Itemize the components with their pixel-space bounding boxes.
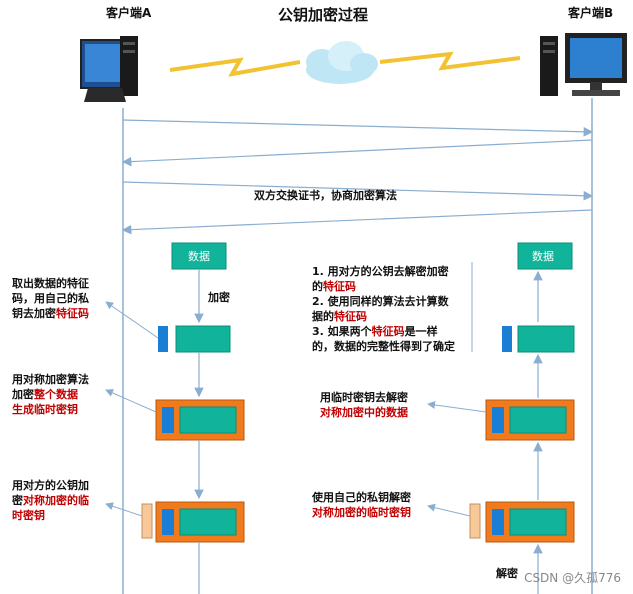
handshake-arrow-2 xyxy=(121,139,593,167)
right-data-box xyxy=(517,242,573,270)
cloud-icon xyxy=(306,41,378,84)
left-callout-3 xyxy=(105,502,143,517)
left-note-3: 用对方的公钥加 密对称加密的临 时密钥 xyxy=(12,479,89,522)
right-hash-blue xyxy=(502,326,512,352)
left-note-1: 取出数据的特征 码，用自己的私 钥去加密特征码 xyxy=(12,277,89,320)
right-key-peach xyxy=(469,503,481,539)
right-final-data xyxy=(509,508,567,536)
diagram-title: 公钥加密过程 xyxy=(278,6,369,24)
lightning-left xyxy=(169,57,301,77)
handshake-arrow-1 xyxy=(122,119,594,137)
left-sym-blue xyxy=(162,407,174,433)
encrypt-label: 加密 xyxy=(208,291,230,304)
right-callout-2 xyxy=(427,400,487,413)
lightning-right xyxy=(379,51,521,71)
computer-a-icon xyxy=(80,36,138,102)
right-note-3: 使用自己的私钥解密 对称加密的临时密钥 xyxy=(312,491,411,519)
left-data-label: 数据 xyxy=(188,250,210,263)
left-callout-1 xyxy=(105,301,159,339)
decrypt-label: 解密 xyxy=(496,567,518,580)
handshake-arrow-3 xyxy=(122,181,594,201)
right-data-label: 数据 xyxy=(532,250,554,263)
exchange-label: 双方交换证书，协商加密算法 xyxy=(254,189,397,202)
right-note-1: 1. 用对方的公钥去解密加密 的特征码 2. 使用同样的算法去计算数 据的特征码… xyxy=(312,265,455,353)
left-hash-blue xyxy=(158,326,168,352)
right-callout-3 xyxy=(427,503,471,517)
left-note-2: 用对称加密算法 加密整个数据 生成临时密钥 xyxy=(12,373,89,416)
left-key-peach xyxy=(141,503,153,539)
right-sym-data xyxy=(509,406,567,434)
left-sym-data xyxy=(179,406,237,434)
left-callout-2 xyxy=(105,389,157,413)
client-b-label: 客户端B xyxy=(568,6,614,20)
left-final-data xyxy=(179,508,237,536)
computer-b-icon xyxy=(540,33,627,96)
right-final-blue xyxy=(492,509,504,535)
right-sym-blue xyxy=(492,407,504,433)
left-hash-data xyxy=(175,325,231,353)
right-note-2: 用临时密钥去解密 对称加密中的数据 xyxy=(320,391,408,419)
watermark: CSDN @久孤776 xyxy=(524,571,621,585)
handshake-arrow-4 xyxy=(121,209,593,235)
left-data-box xyxy=(171,242,227,270)
client-a-label: 客户端A xyxy=(106,6,152,20)
right-hash-data xyxy=(517,325,575,353)
left-final-blue xyxy=(162,509,174,535)
